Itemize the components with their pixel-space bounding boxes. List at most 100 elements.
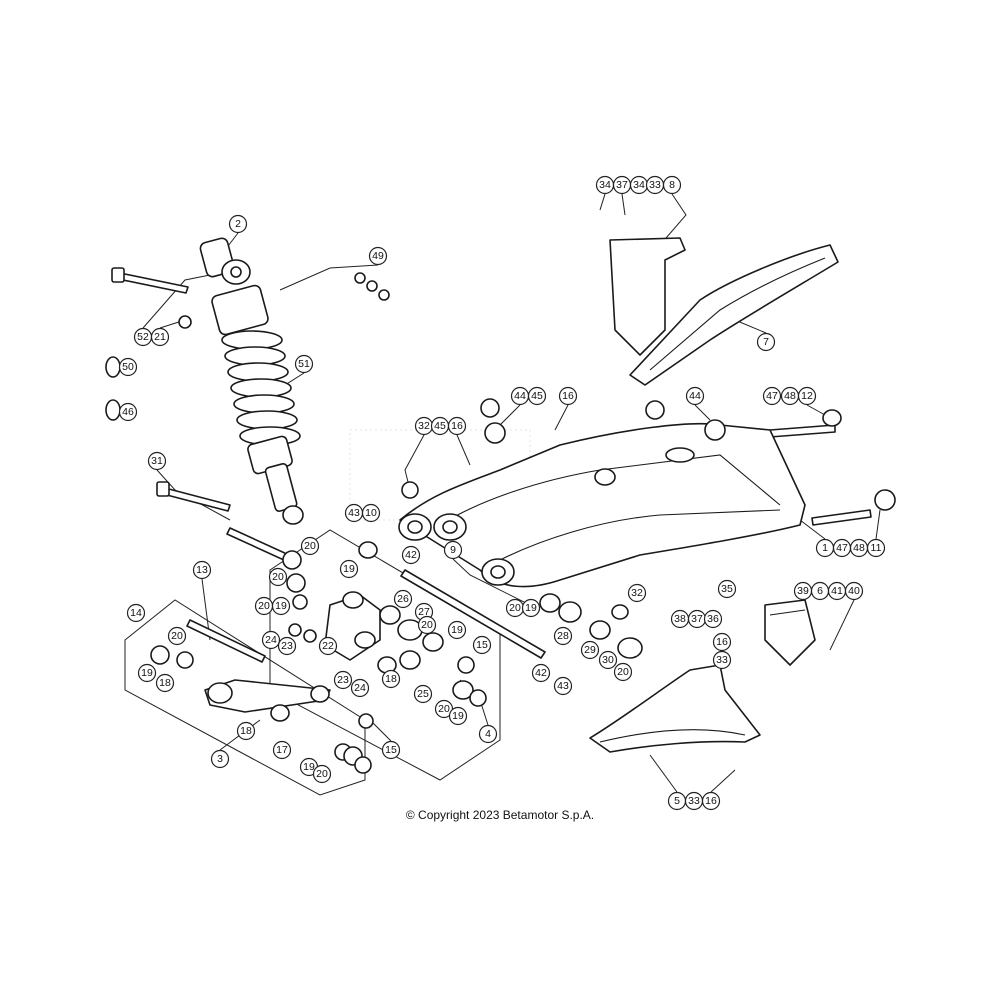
callout-33: 33: [684, 791, 704, 811]
callout-circle: [447, 416, 467, 436]
callout-label: 12: [801, 390, 813, 402]
callout-circle: [662, 175, 682, 195]
callout-label: 47: [836, 542, 848, 554]
callout-circle: [137, 663, 157, 683]
callout-29: 29: [580, 640, 600, 660]
bolts: [111, 267, 872, 663]
callout-circle: [553, 676, 573, 696]
copyright-notice: © Copyright 2023 Betamotor S.p.A.: [405, 808, 595, 822]
callout-circle: [294, 354, 314, 374]
callout-label: 38: [674, 613, 686, 625]
callout-circle: [756, 332, 776, 352]
callout-label: 35: [721, 583, 733, 595]
callout-circle: [401, 545, 421, 565]
callout-label: 37: [616, 179, 628, 191]
callout-label: 34: [599, 179, 611, 191]
callout-label: 44: [689, 390, 701, 402]
callout-24: 24: [261, 630, 281, 650]
callout-label: 45: [531, 390, 543, 402]
callout-label: 42: [535, 667, 547, 679]
callout-circle: [228, 214, 248, 234]
callout-19: 19: [271, 596, 291, 616]
callout-16: 16: [447, 416, 467, 436]
callout-label: 37: [691, 613, 703, 625]
callout-16: 16: [712, 632, 732, 652]
callout-17: 17: [272, 740, 292, 760]
callout-25: 25: [413, 684, 433, 704]
callout-33: 33: [712, 650, 732, 670]
callout-10: 10: [361, 503, 381, 523]
callout-circle: [333, 670, 353, 690]
callout-2: 2: [228, 214, 248, 234]
callout-3: 3: [210, 749, 230, 769]
callout-circle: [627, 583, 647, 603]
callout-46: 46: [118, 402, 138, 422]
callout-8: 8: [662, 175, 682, 195]
callout-label: 43: [557, 680, 569, 692]
callout-label: 24: [354, 682, 366, 694]
callout-42: 42: [531, 663, 551, 683]
callout-circle: [580, 640, 600, 660]
callout-label: 1: [822, 542, 828, 554]
callout-circle: [277, 636, 297, 656]
callout-label: 48: [853, 542, 865, 554]
callout-circle: [613, 662, 633, 682]
callout-label: 8: [669, 179, 675, 191]
callout-49: 49: [368, 246, 388, 266]
callout-35: 35: [717, 579, 737, 599]
callout-31: 31: [147, 451, 167, 471]
callout-22: 22: [318, 636, 338, 656]
callout-41: 41: [827, 581, 847, 601]
callout-label: 33: [688, 795, 700, 807]
callout-label: 6: [817, 585, 823, 597]
callout-label: 33: [649, 179, 661, 191]
chain-slider-top: [609, 237, 839, 386]
callout-circle: [318, 636, 338, 656]
callout-circle: [368, 246, 388, 266]
callout-circle: [558, 386, 578, 406]
callout-circle: [272, 740, 292, 760]
callout-32: 32: [414, 416, 434, 436]
callout-label: 45: [434, 420, 446, 432]
callout-circle: [361, 503, 381, 523]
callout-circle: [413, 684, 433, 704]
callout-52: 52: [133, 327, 153, 347]
callout-circle: [155, 673, 175, 693]
callout-label: 49: [372, 250, 384, 262]
callout-label: 22: [322, 640, 334, 652]
callout-24: 24: [350, 678, 370, 698]
callout-37: 37: [612, 175, 632, 195]
callout-circle: [210, 749, 230, 769]
callout-43: 43: [553, 676, 573, 696]
callout-label: 31: [151, 455, 163, 467]
callout-circle: [598, 650, 618, 670]
callout-42: 42: [401, 545, 421, 565]
callout-label: 47: [766, 390, 778, 402]
callout-6: 6: [810, 581, 830, 601]
callout-30: 30: [598, 650, 618, 670]
callout-circle: [717, 579, 737, 599]
callout-label: 2: [235, 218, 241, 230]
callout-label: 20: [304, 540, 316, 552]
callout-label: 3: [217, 753, 223, 765]
callout-label: 32: [418, 420, 430, 432]
callout-label: 9: [450, 544, 456, 556]
callout-label: 43: [348, 507, 360, 519]
callout-circle: [236, 721, 256, 741]
callout-19: 19: [447, 620, 467, 640]
callout-label: 24: [265, 634, 277, 646]
callout-circle: [448, 706, 468, 726]
callout-label: 25: [417, 688, 429, 700]
callout-label: 15: [476, 639, 488, 651]
callout-label: 19: [141, 667, 153, 679]
callout-48: 48: [849, 538, 869, 558]
callout-circle: [147, 451, 167, 471]
callout-32: 32: [627, 583, 647, 603]
callout-47: 47: [832, 538, 852, 558]
callout-label: 42: [405, 549, 417, 561]
callout-19: 19: [137, 663, 157, 683]
callout-label: 46: [122, 406, 134, 418]
callout-label: 51: [298, 358, 310, 370]
